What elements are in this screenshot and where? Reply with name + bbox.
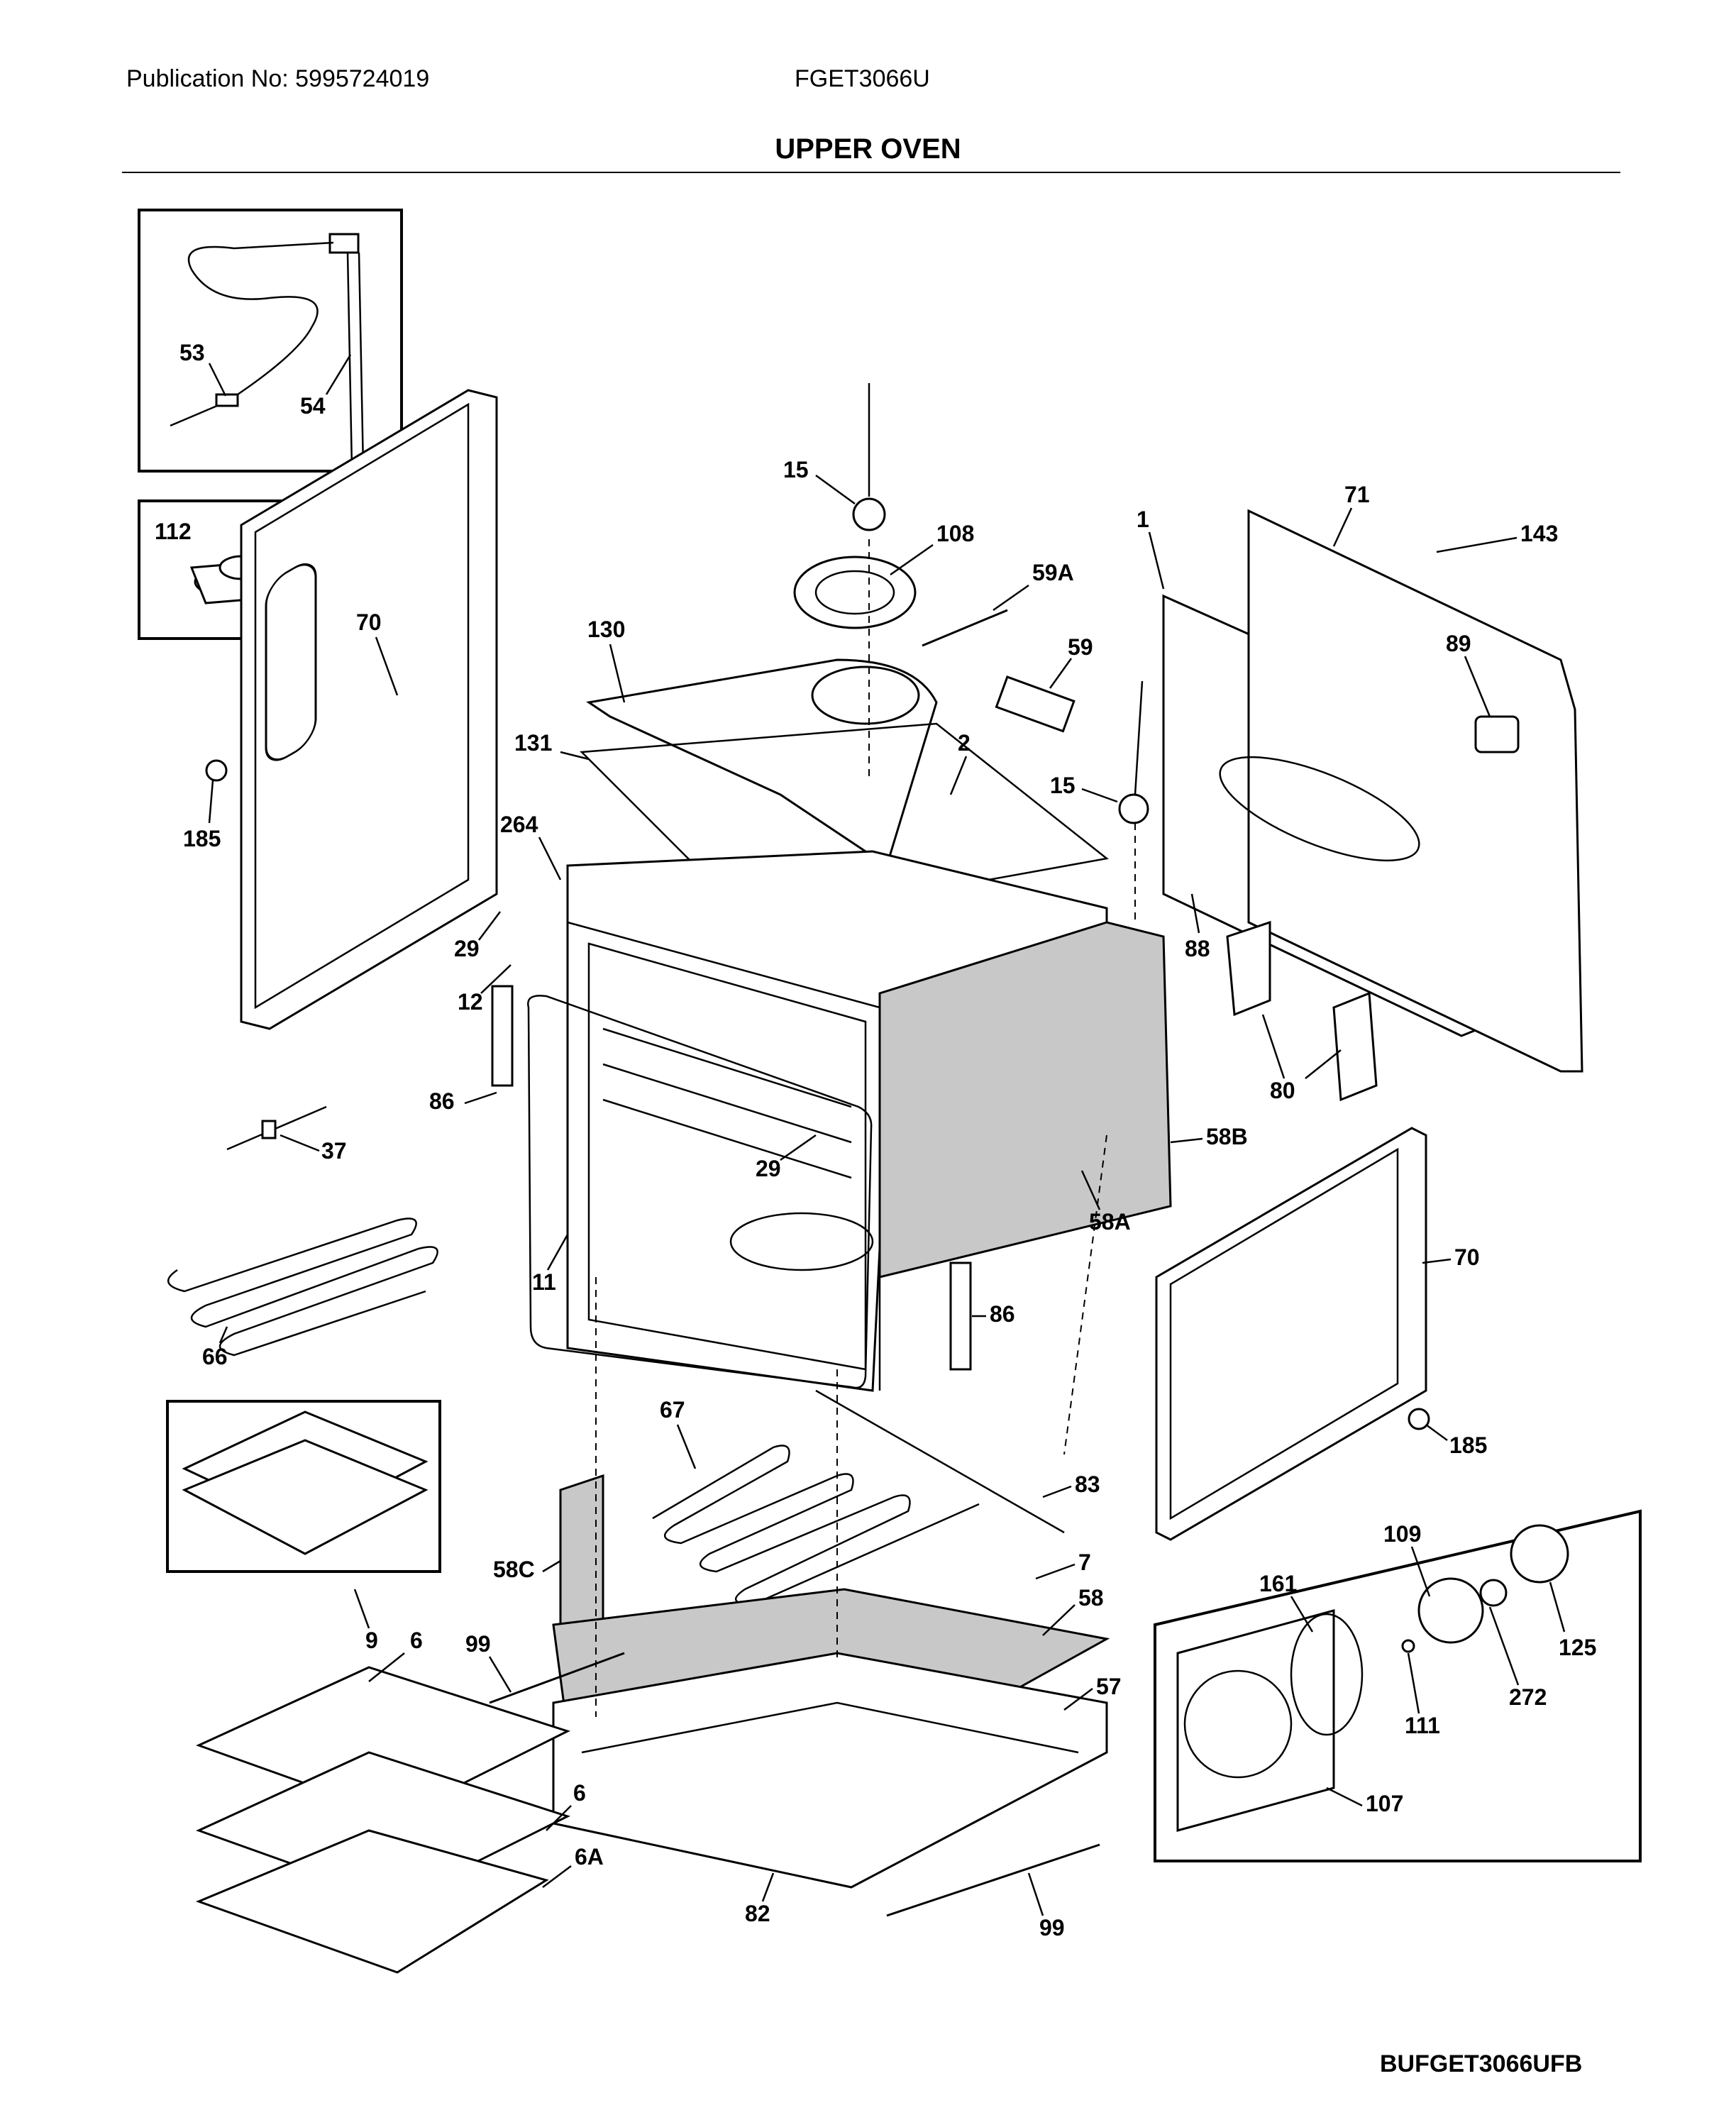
label-11: 11 <box>532 1269 556 1295</box>
publication-number: Publication No: 5995724019 <box>126 65 430 92</box>
bottom-pan <box>552 1652 1108 1889</box>
label-37: 37 <box>321 1138 347 1164</box>
label-88: 88 <box>1185 936 1210 961</box>
light-assembly-top <box>793 383 917 629</box>
diagram-title: UPPER OVEN <box>775 133 961 165</box>
part-labels: 53 54 112 15 108 59A 59 1 71 143 89 70 1… <box>155 340 1596 1940</box>
inset-convection-fan <box>1154 1509 1642 1862</box>
bracket-37 <box>226 1105 327 1151</box>
label-130: 130 <box>587 617 625 642</box>
label-6A: 6A <box>575 1844 604 1870</box>
inset-probe <box>138 209 403 473</box>
oven-cavity <box>566 850 1172 1392</box>
label-185-right: 185 <box>1449 1432 1487 1458</box>
label-66: 66 <box>202 1344 228 1369</box>
label-15-top: 15 <box>783 457 809 482</box>
grommet-left <box>205 759 228 782</box>
label-2: 2 <box>958 730 971 756</box>
label-99-left: 99 <box>465 1631 491 1657</box>
grommet-right <box>1408 1408 1430 1430</box>
label-71: 71 <box>1344 482 1370 507</box>
label-109: 109 <box>1383 1521 1421 1547</box>
label-86-right: 86 <box>990 1301 1015 1327</box>
inset-broiler-pan <box>166 1400 441 1573</box>
side-panel-right <box>1155 1127 1427 1541</box>
label-58C: 58C <box>493 1557 535 1582</box>
label-58B: 58B <box>1206 1124 1248 1149</box>
bake-element <box>652 1445 980 1606</box>
label-9: 9 <box>365 1628 378 1653</box>
door-gasket <box>527 995 873 1389</box>
brackets-80 <box>1226 920 1378 1102</box>
label-272: 272 <box>1509 1684 1547 1710</box>
slide-99-left <box>489 1652 625 1704</box>
side-panel-left <box>240 389 498 1030</box>
header-divider <box>122 172 1620 173</box>
label-83: 83 <box>1075 1471 1100 1497</box>
label-29-left: 29 <box>454 936 480 961</box>
label-86-left: 86 <box>429 1088 455 1114</box>
label-125: 125 <box>1559 1635 1596 1660</box>
label-82: 82 <box>745 1901 770 1926</box>
label-131: 131 <box>514 730 552 756</box>
label-12: 12 <box>458 989 483 1015</box>
tubes-59 <box>922 609 1076 733</box>
label-59A: 59A <box>1032 560 1074 585</box>
label-1: 1 <box>1137 507 1149 532</box>
label-80: 80 <box>1270 1078 1295 1103</box>
label-107: 107 <box>1366 1791 1403 1816</box>
label-99-right: 99 <box>1039 1915 1065 1940</box>
label-57: 57 <box>1096 1674 1122 1699</box>
oven-top-assembly <box>580 658 1109 924</box>
label-6-top: 6 <box>410 1628 423 1653</box>
light-assembly-side <box>1118 680 1149 824</box>
label-7: 7 <box>1078 1550 1091 1575</box>
label-54: 54 <box>300 393 326 419</box>
label-70-left: 70 <box>356 609 382 635</box>
label-59: 59 <box>1068 634 1093 660</box>
label-58A: 58A <box>1089 1209 1131 1235</box>
oven-racks <box>195 1666 570 1974</box>
assembly-lines <box>595 539 1136 1717</box>
label-264: 264 <box>500 812 538 837</box>
label-70-right: 70 <box>1454 1244 1480 1270</box>
label-15-side: 15 <box>1050 773 1076 798</box>
label-111: 111 <box>1405 1713 1440 1738</box>
label-161: 161 <box>1259 1571 1297 1596</box>
label-185-left: 185 <box>183 826 221 851</box>
label-112: 112 <box>155 519 192 544</box>
label-108: 108 <box>936 521 974 546</box>
door-hinges-86 <box>491 985 972 1371</box>
label-53: 53 <box>179 340 205 365</box>
diagram-code: BUFGET3066UFB <box>1380 2050 1583 2077</box>
label-67: 67 <box>660 1397 685 1423</box>
slide-99-right <box>886 1843 1100 1917</box>
model-number: FGET3066U <box>795 65 930 92</box>
bracket-83 <box>815 1389 1065 1534</box>
label-58: 58 <box>1078 1585 1104 1611</box>
label-89: 89 <box>1446 631 1471 656</box>
label-6-middle: 6 <box>573 1780 586 1806</box>
label-143: 143 <box>1520 521 1558 546</box>
rear-panel-assembly <box>1162 509 1583 1073</box>
label-29-center: 29 <box>756 1156 781 1181</box>
broil-element <box>167 1217 438 1357</box>
